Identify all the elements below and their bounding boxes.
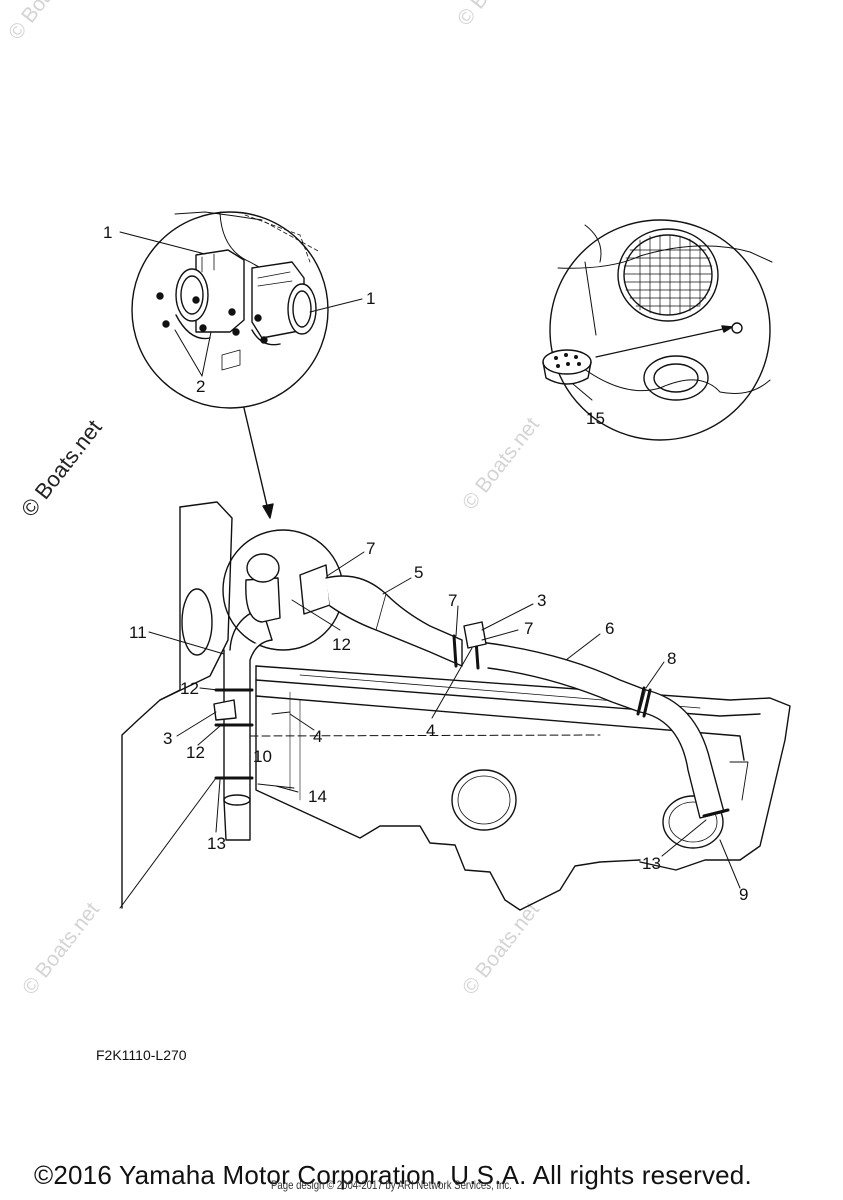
drawing-code: F2K1110-L270 xyxy=(96,1047,187,1063)
callout-label: 11 xyxy=(129,623,147,642)
callout-label: 7 xyxy=(366,539,375,558)
callout-label: 7 xyxy=(524,619,533,638)
callout-label: 8 xyxy=(667,649,676,668)
callout-label: 3 xyxy=(163,729,172,748)
detail-circle-duct-openings xyxy=(131,211,329,409)
callout-label: 13 xyxy=(642,854,661,873)
callout-label: 14 xyxy=(308,787,327,806)
callout-label: 13 xyxy=(207,834,226,853)
detail-circle-grille xyxy=(542,219,773,441)
copyright-notice: ©2016 Yamaha Motor Corporation, U.S.A. A… xyxy=(34,1160,752,1190)
callout-label: 4 xyxy=(426,721,435,740)
callout-label: 12 xyxy=(186,743,205,762)
hull-panel xyxy=(121,501,791,911)
duct-hose-assembly xyxy=(213,553,730,841)
callout-label: 1 xyxy=(103,223,112,242)
callout-label: 2 xyxy=(196,377,205,396)
callout-label: 4 xyxy=(313,727,322,746)
callout-label: 7 xyxy=(448,591,457,610)
callout-label: 9 xyxy=(739,885,748,904)
callout-label: 12 xyxy=(180,679,199,698)
callout-label: 15 xyxy=(586,409,605,428)
callout-label: 5 xyxy=(414,563,423,582)
callout-labels: 1 1 2 15 7 5 3 7 7 6 11 12 8 12 3 4 12 4… xyxy=(103,223,748,904)
callout-label: 1 xyxy=(366,289,375,308)
callout-label: 3 xyxy=(537,591,546,610)
callout-label: 6 xyxy=(605,619,614,638)
callout-label: 12 xyxy=(332,635,351,654)
callout-label: 10 xyxy=(253,747,272,766)
leader-lines xyxy=(119,231,741,889)
page-design-credit: Page design © 2004-2017 by ARI Network S… xyxy=(271,1178,512,1192)
